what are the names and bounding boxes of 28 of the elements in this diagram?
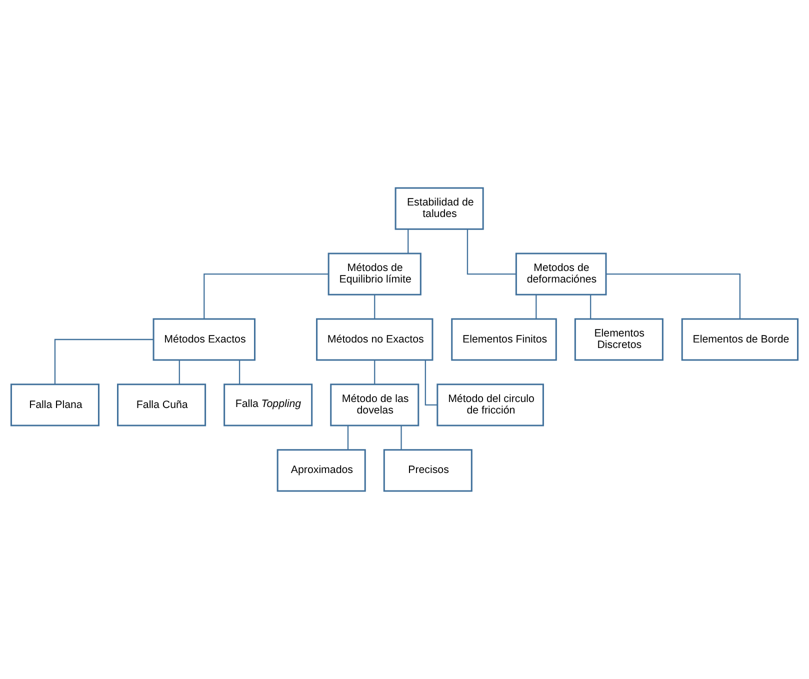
connector: [400, 426, 402, 450]
connector: [238, 360, 240, 384]
node-box: Métodos no Exactos: [316, 318, 434, 361]
node-box: Elementos Finitos: [451, 318, 557, 361]
connector: [54, 338, 154, 384]
node-box: Falla Cuña: [117, 384, 206, 426]
connector: [347, 426, 349, 450]
connector: [374, 294, 376, 319]
connector: [606, 273, 741, 319]
node-box: Elementos Discretos: [574, 318, 664, 361]
node-box: Aproximados: [276, 449, 366, 492]
connector: [374, 360, 376, 384]
node-box: Precisos: [383, 449, 472, 492]
node-box: Falla Toppling: [224, 384, 313, 426]
node-box: Estabilidad de taludes: [394, 187, 484, 230]
connector: [536, 294, 537, 319]
node-box: Método del circulo de fricción: [436, 384, 544, 426]
connector: [178, 360, 180, 384]
connector: [590, 294, 592, 319]
connector: [204, 273, 328, 319]
node-box: Métodos Exactos: [152, 318, 256, 361]
node-box: Metodos de deformaciónes: [515, 252, 607, 296]
node-box: Método de las dovelas: [330, 384, 420, 426]
node-box: Métodos de Equilibrio límite: [328, 252, 422, 296]
node-box: Falla Plana: [10, 384, 100, 426]
node-box: Elementos de Borde: [681, 318, 799, 361]
connector: [408, 229, 409, 254]
connector: [466, 229, 516, 275]
